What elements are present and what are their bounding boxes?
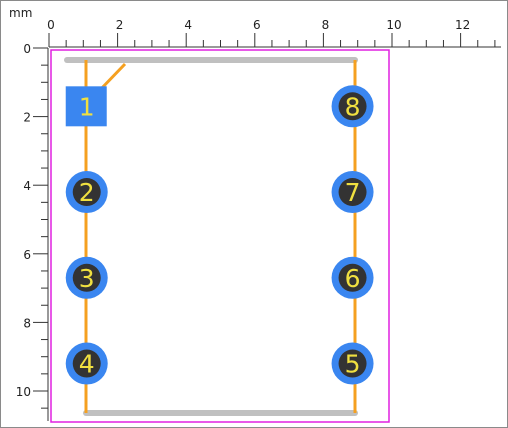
pad-number-label: 3 [79, 264, 95, 293]
pad-2[interactable]: 2 [65, 171, 108, 214]
pad-hole [338, 349, 367, 378]
y-ruler-tick-label: 6 [23, 248, 31, 262]
units-label: mm [9, 6, 33, 20]
pad-number-label: 2 [79, 178, 95, 207]
pad-number-label: 4 [79, 350, 95, 379]
pad-square-shape [65, 86, 107, 127]
pad-6[interactable]: 6 [331, 256, 374, 299]
x-ruler-tick-label: 10 [386, 18, 401, 32]
pad-4[interactable]: 4 [65, 342, 108, 385]
pad-5[interactable]: 5 [331, 342, 374, 385]
x-ruler-tick-label: 6 [253, 18, 261, 32]
x-ruler-tick-label: 0 [47, 18, 55, 32]
pad-number-label: 8 [345, 92, 361, 121]
pad-hole [72, 349, 101, 378]
pad-3[interactable]: 3 [65, 256, 108, 299]
y-ruler-tick-label: 4 [23, 179, 31, 193]
x-ruler-tick-label: 4 [184, 18, 192, 32]
y-ruler-tick-label: 2 [23, 111, 31, 125]
pad-hole [338, 263, 367, 292]
y-ruler-tick-label: 8 [23, 316, 31, 330]
x-ruler-tick-label: 2 [116, 18, 124, 32]
pad-hole [338, 92, 367, 121]
pad-hole [72, 178, 101, 207]
board-outline [50, 49, 390, 423]
pad-7[interactable]: 7 [331, 171, 374, 214]
x-ruler-tick-label: 8 [322, 18, 330, 32]
y-ruler-tick-label: 10 [16, 385, 31, 399]
pad-number-label: 5 [345, 350, 361, 379]
pad-1[interactable]: 1 [65, 86, 107, 127]
x-ruler-tick-label: 12 [455, 18, 470, 32]
pad-number-label: 7 [345, 178, 361, 207]
pad-number-label: 1 [79, 92, 95, 121]
pad-number-label: 6 [345, 264, 361, 293]
pad-hole [338, 178, 367, 207]
y-ruler-tick-label: 0 [23, 42, 31, 56]
pad-8[interactable]: 8 [331, 85, 374, 128]
pad-hole [72, 263, 101, 292]
